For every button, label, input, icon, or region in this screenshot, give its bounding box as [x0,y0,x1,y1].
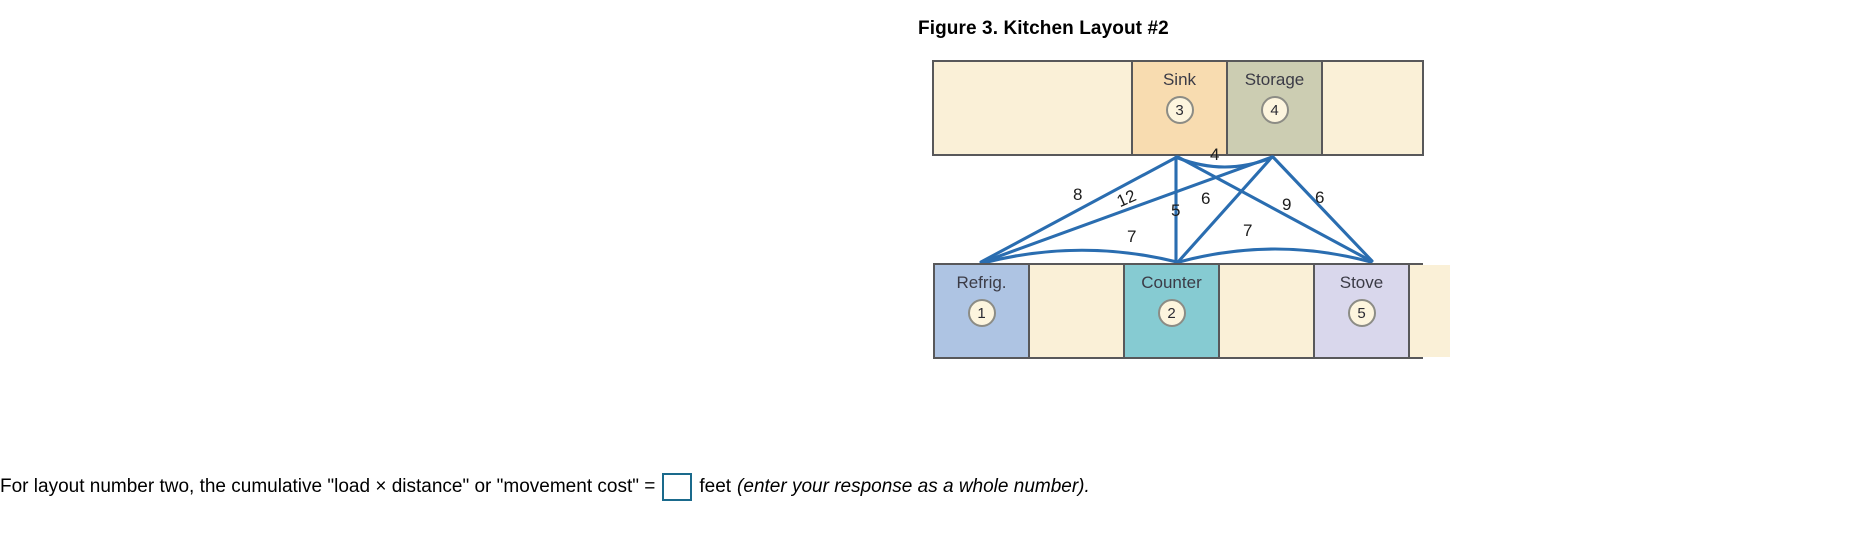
cell-number-badge: 2 [1157,299,1186,327]
cell-refrig: Refrig. 1 [935,265,1030,357]
link-weight-label: 7 [1127,227,1137,246]
link-weight-label: 12 [1113,185,1139,212]
link-weight-label: 5 [1171,201,1181,220]
cell-label: Stove [1339,273,1384,292]
link-4-1 [981,155,1274,264]
answer-unit-label: feet [699,476,732,497]
link-weight-label: 7 [1243,221,1253,240]
question-line: For layout number two, the cumulative "l… [0,470,1500,504]
bottom-row-empty-cell-1 [1030,265,1125,357]
question-hint: (enter your response as a whole number). [737,476,1090,497]
answer-input[interactable] [662,473,693,501]
cell-label: Counter [1141,273,1202,292]
link-3-5 [1176,155,1373,263]
cell-storage: Storage 4 [1228,62,1323,154]
link-weight-label: 4 [1210,145,1220,164]
cell-counter: Counter 2 [1125,265,1220,357]
link-weight-label: 6 [1201,189,1211,208]
link-weight-label: 8 [1073,185,1083,204]
cell-stove: Stove 5 [1315,265,1410,357]
cell-number-badge: 3 [1165,96,1194,124]
top-row-empty-cell-0 [934,62,1133,154]
link-1-2 [981,248,1179,265]
kitchen-layout-figure: Figure 3. Kitchen Layout #2 Sink 3 Storage… [905,0,1515,400]
question-text: For layout number two, the cumulative "l… [0,476,656,497]
link-2-5 [1177,247,1373,264]
top-row-empty-cell-3 [1323,62,1422,154]
link-weight-label: 9 [1282,195,1292,214]
cell-number-badge: 5 [1347,299,1376,327]
bottom-department-row: Refrig. 1 Counter 2 Stove 5 [933,263,1450,359]
link-4-2 [1176,155,1274,264]
cell-sink: Sink 3 [1133,62,1228,154]
cell-label: Refrig. [956,273,1007,292]
figure-title: Figure 3. Kitchen Layout #2 [918,18,1169,39]
cell-label: Sink [1162,70,1197,89]
link-weight-label: 6 [1315,188,1325,207]
link-3-1 [979,155,1179,264]
link-3-4 [1176,156,1273,169]
cell-label: Storage [1244,70,1305,89]
bottom-row-empty-cell-3 [1220,265,1315,357]
cell-number-badge: 4 [1260,96,1289,124]
cell-number-badge: 1 [967,299,996,327]
top-department-row: Sink 3 Storage 4 [932,60,1424,156]
bottom-row-empty-cell-5 [1410,265,1450,357]
